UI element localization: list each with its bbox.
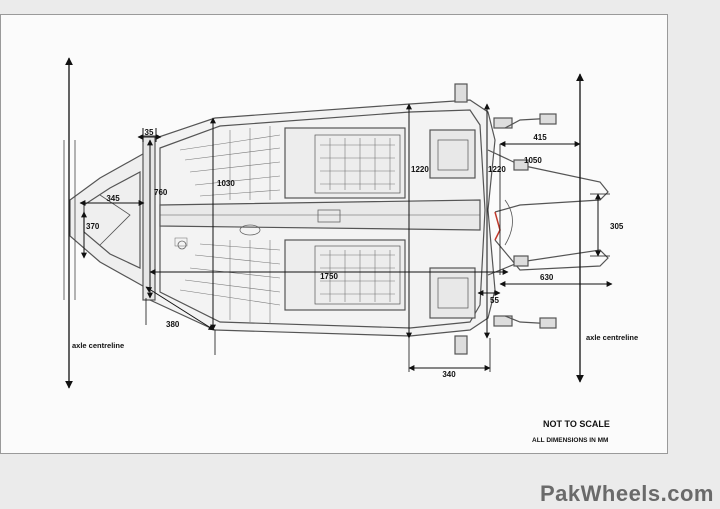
dim-760: 760 (154, 188, 168, 197)
dim-1750: 1750 (320, 272, 338, 281)
watermark: PakWheels.com (539, 481, 714, 506)
dim-35: 35 (145, 128, 154, 137)
floor-ribs (179, 126, 281, 324)
dim-340: 340 (442, 370, 456, 379)
chassis-pan (69, 83, 609, 355)
dim-1050: 1050 (524, 156, 542, 165)
dim-370: 370 (86, 222, 100, 231)
dim-1030: 1030 (217, 179, 235, 188)
dim-345: 345 (106, 194, 120, 203)
dim-630: 630 (540, 273, 554, 282)
front-axle-label: axle centreline (72, 341, 124, 350)
dim-55: 55 (490, 296, 499, 305)
dim-1220-left: 1220 (411, 165, 429, 174)
dim-1220-right: 1220 (488, 165, 506, 174)
not-to-scale-note: NOT TO SCALE (543, 419, 610, 429)
rear-axle-label: axle centreline (586, 333, 638, 342)
tunnel-details (174, 209, 341, 250)
dimension-lines (79, 103, 613, 372)
dim-305: 305 (610, 222, 624, 231)
units-note: ALL DIMENSIONS IN MM (532, 437, 608, 444)
seat-grid (320, 138, 395, 302)
dim-415: 415 (533, 133, 547, 142)
dim-380: 380 (166, 320, 180, 329)
front-axle-centreline (63, 57, 76, 389)
